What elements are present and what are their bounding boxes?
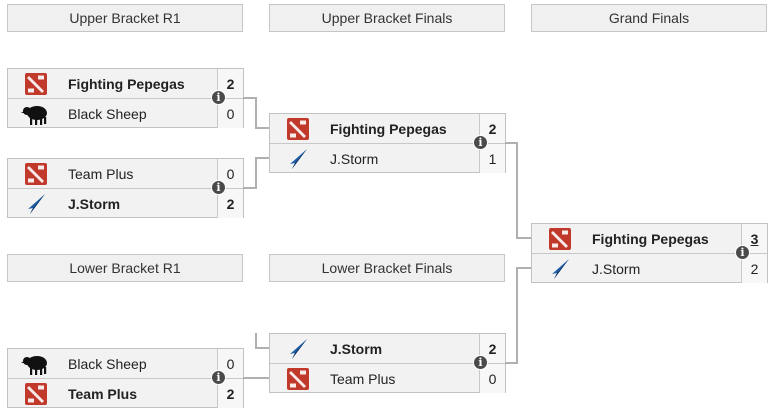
connector-ub-r1-m2-to-ubf	[243, 157, 269, 189]
match-info-icon[interactable]: i	[735, 245, 750, 260]
match-info-icon[interactable]: i	[211, 180, 226, 195]
match-info-icon[interactable]: i	[211, 90, 226, 105]
sheep-icon	[8, 349, 64, 378]
match-info-icon[interactable]: i	[473, 135, 488, 150]
match-info-icon[interactable]: i	[211, 370, 226, 385]
team-name: Fighting Pepegas	[330, 120, 447, 137]
jstorm-icon	[8, 189, 64, 218]
match-info-icon[interactable]: i	[473, 355, 488, 370]
header-upper-bracket-r1: Upper Bracket R1	[7, 4, 243, 32]
connector-ubf-to-gf	[505, 142, 531, 239]
sheep-icon	[8, 99, 64, 128]
connector-lbf-to-gf	[505, 267, 531, 364]
dota-icon	[8, 159, 64, 188]
dota-icon	[532, 224, 588, 253]
team-name: J.Storm	[592, 260, 641, 277]
team-name: Black Sheep	[68, 105, 147, 122]
team-row[interactable]: Team Plus 0	[8, 159, 243, 188]
header-lower-bracket-finals: Lower Bracket Finals	[269, 254, 505, 282]
dota-icon	[270, 114, 326, 143]
jstorm-icon	[270, 144, 326, 173]
team-name: Black Sheep	[68, 355, 147, 372]
dota-icon	[8, 379, 64, 408]
connector-lbf-entry	[255, 333, 269, 349]
team-name: J.Storm	[330, 150, 379, 167]
dota-icon	[8, 69, 64, 98]
team-name: J.Storm	[68, 195, 121, 212]
team-name: Fighting Pepegas	[592, 230, 709, 247]
connector-ub-r1-to-ubf	[243, 97, 269, 129]
team-name: J.Storm	[330, 340, 383, 357]
team-name: Fighting Pepegas	[68, 75, 185, 92]
dota-icon	[270, 364, 326, 393]
header-upper-bracket-finals: Upper Bracket Finals	[269, 4, 505, 32]
team-score: 0	[217, 159, 243, 188]
jstorm-icon	[270, 334, 326, 363]
header-grand-finals: Grand Finals	[531, 4, 767, 32]
team-name: Team Plus	[330, 370, 396, 387]
jstorm-icon	[532, 254, 588, 283]
header-lower-bracket-r1: Lower Bracket R1	[7, 254, 243, 282]
team-name: Team Plus	[68, 385, 137, 402]
team-name: Team Plus	[68, 165, 134, 182]
